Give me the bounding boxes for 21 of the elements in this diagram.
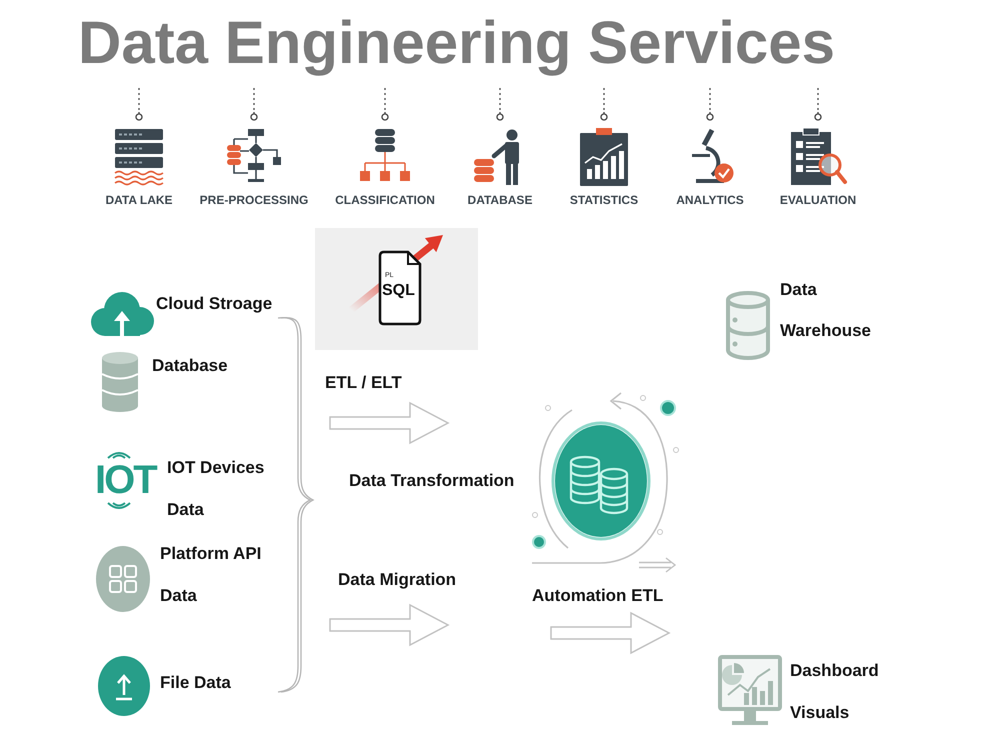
page-title: Data Engineering Services xyxy=(78,8,835,78)
source-label: Platform API Data xyxy=(160,543,262,607)
file-type-label: SQL xyxy=(382,282,415,300)
iot-lettering: IOT xyxy=(95,460,156,500)
category-label: CLASSIFICATION xyxy=(335,192,435,208)
category-label: ANALYTICS xyxy=(676,192,744,208)
process-label: Automation ETL xyxy=(532,585,664,607)
destination-label: Data Warehouse xyxy=(780,279,872,342)
source-label: File Data xyxy=(160,672,231,694)
category-label: EVALUATION xyxy=(780,192,856,208)
destination-label: Dashboard Visuals xyxy=(790,660,880,724)
category-label: DATA LAKE xyxy=(105,192,173,208)
process-label: ETL / ELT xyxy=(325,372,402,394)
process-label: Data Transformation xyxy=(349,470,514,492)
source-label: Cloud Stroage xyxy=(156,293,272,315)
source-label: Database xyxy=(152,355,228,377)
source-label: IOT Devices Data xyxy=(167,457,266,521)
category-label: STATISTICS xyxy=(570,192,638,208)
category-label: DATABASE xyxy=(468,192,532,208)
process-label: Data Migration xyxy=(338,569,456,591)
category-label: PRE-PROCESSING xyxy=(200,192,308,208)
